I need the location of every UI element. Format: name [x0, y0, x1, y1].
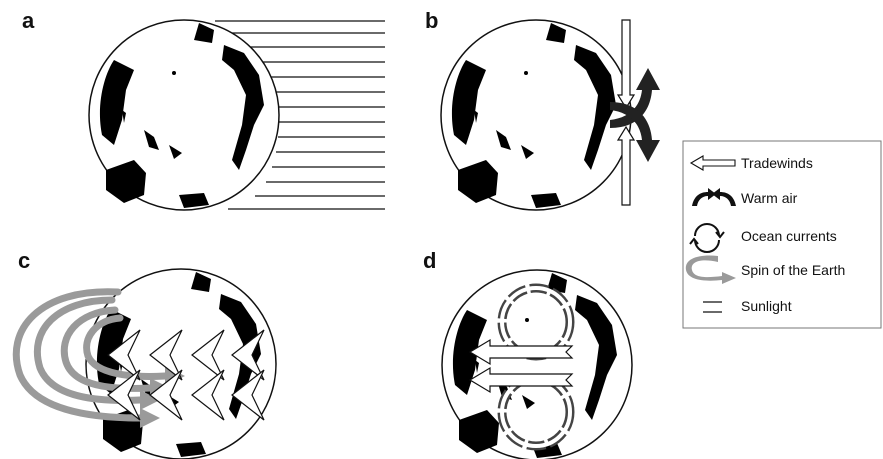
legend-label-spin: Spin of the Earth [741, 262, 845, 278]
globe-b [441, 20, 631, 210]
legend-label-sunlight: Sunlight [741, 298, 792, 314]
legend: Tradewinds Warm air Ocean currents Spin … [683, 141, 881, 328]
legend-label-ocean-currents: Ocean currents [741, 228, 837, 244]
legend-label-tradewinds: Tradewinds [741, 155, 813, 171]
globe-d [442, 270, 632, 459]
panel-c [16, 269, 276, 459]
panel-d [442, 270, 632, 459]
panel-a [89, 20, 385, 210]
globe-a [89, 20, 279, 210]
panel-b [441, 20, 660, 210]
legend-label-warm-air: Warm air [741, 190, 798, 206]
